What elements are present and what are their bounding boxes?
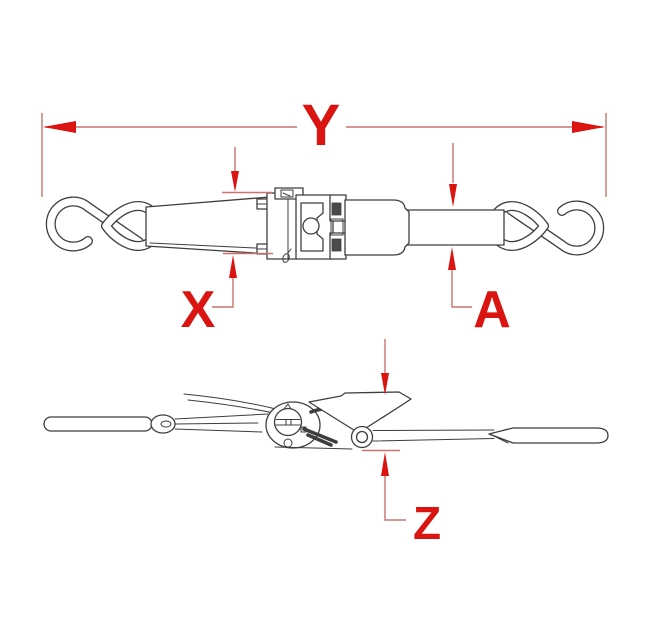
dimension-y: Y (41, 93, 607, 197)
side-wires (174, 393, 277, 433)
dimension-a: A (448, 143, 511, 339)
side-view: Z (43, 339, 609, 549)
arrowhead-left-icon (43, 121, 76, 133)
dimension-z: Z (362, 339, 441, 549)
dimension-label-z: Z (413, 497, 441, 549)
side-ratchet-mechanism (265, 401, 353, 450)
right-s-hook-icon (492, 206, 599, 251)
arrowhead-down-icon (231, 171, 239, 192)
dimension-label-a: A (473, 281, 511, 339)
top-view: Y X A (41, 93, 607, 339)
side-ratchet-handle (308, 391, 412, 449)
arrowhead-down-icon (381, 373, 389, 395)
side-right-strap (372, 427, 609, 444)
dimension-label-x: X (181, 281, 216, 339)
dimension-label-y: Y (302, 93, 341, 158)
arrowhead-up-icon (448, 247, 456, 270)
left-strap-webbing (145, 196, 271, 255)
arrowhead-up-icon (381, 452, 389, 476)
dimension-x: X (181, 147, 273, 339)
ratchet-handle-top (344, 199, 410, 256)
arrowhead-up-icon (229, 255, 237, 278)
right-strap-webbing (406, 209, 505, 246)
side-left-strap (43, 414, 176, 434)
ratchet-buckle (256, 187, 347, 263)
arrowhead-down-icon (449, 184, 457, 207)
left-s-hook-icon (51, 202, 158, 247)
pivot-hole (355, 430, 369, 444)
arrowhead-right-icon (572, 121, 605, 133)
